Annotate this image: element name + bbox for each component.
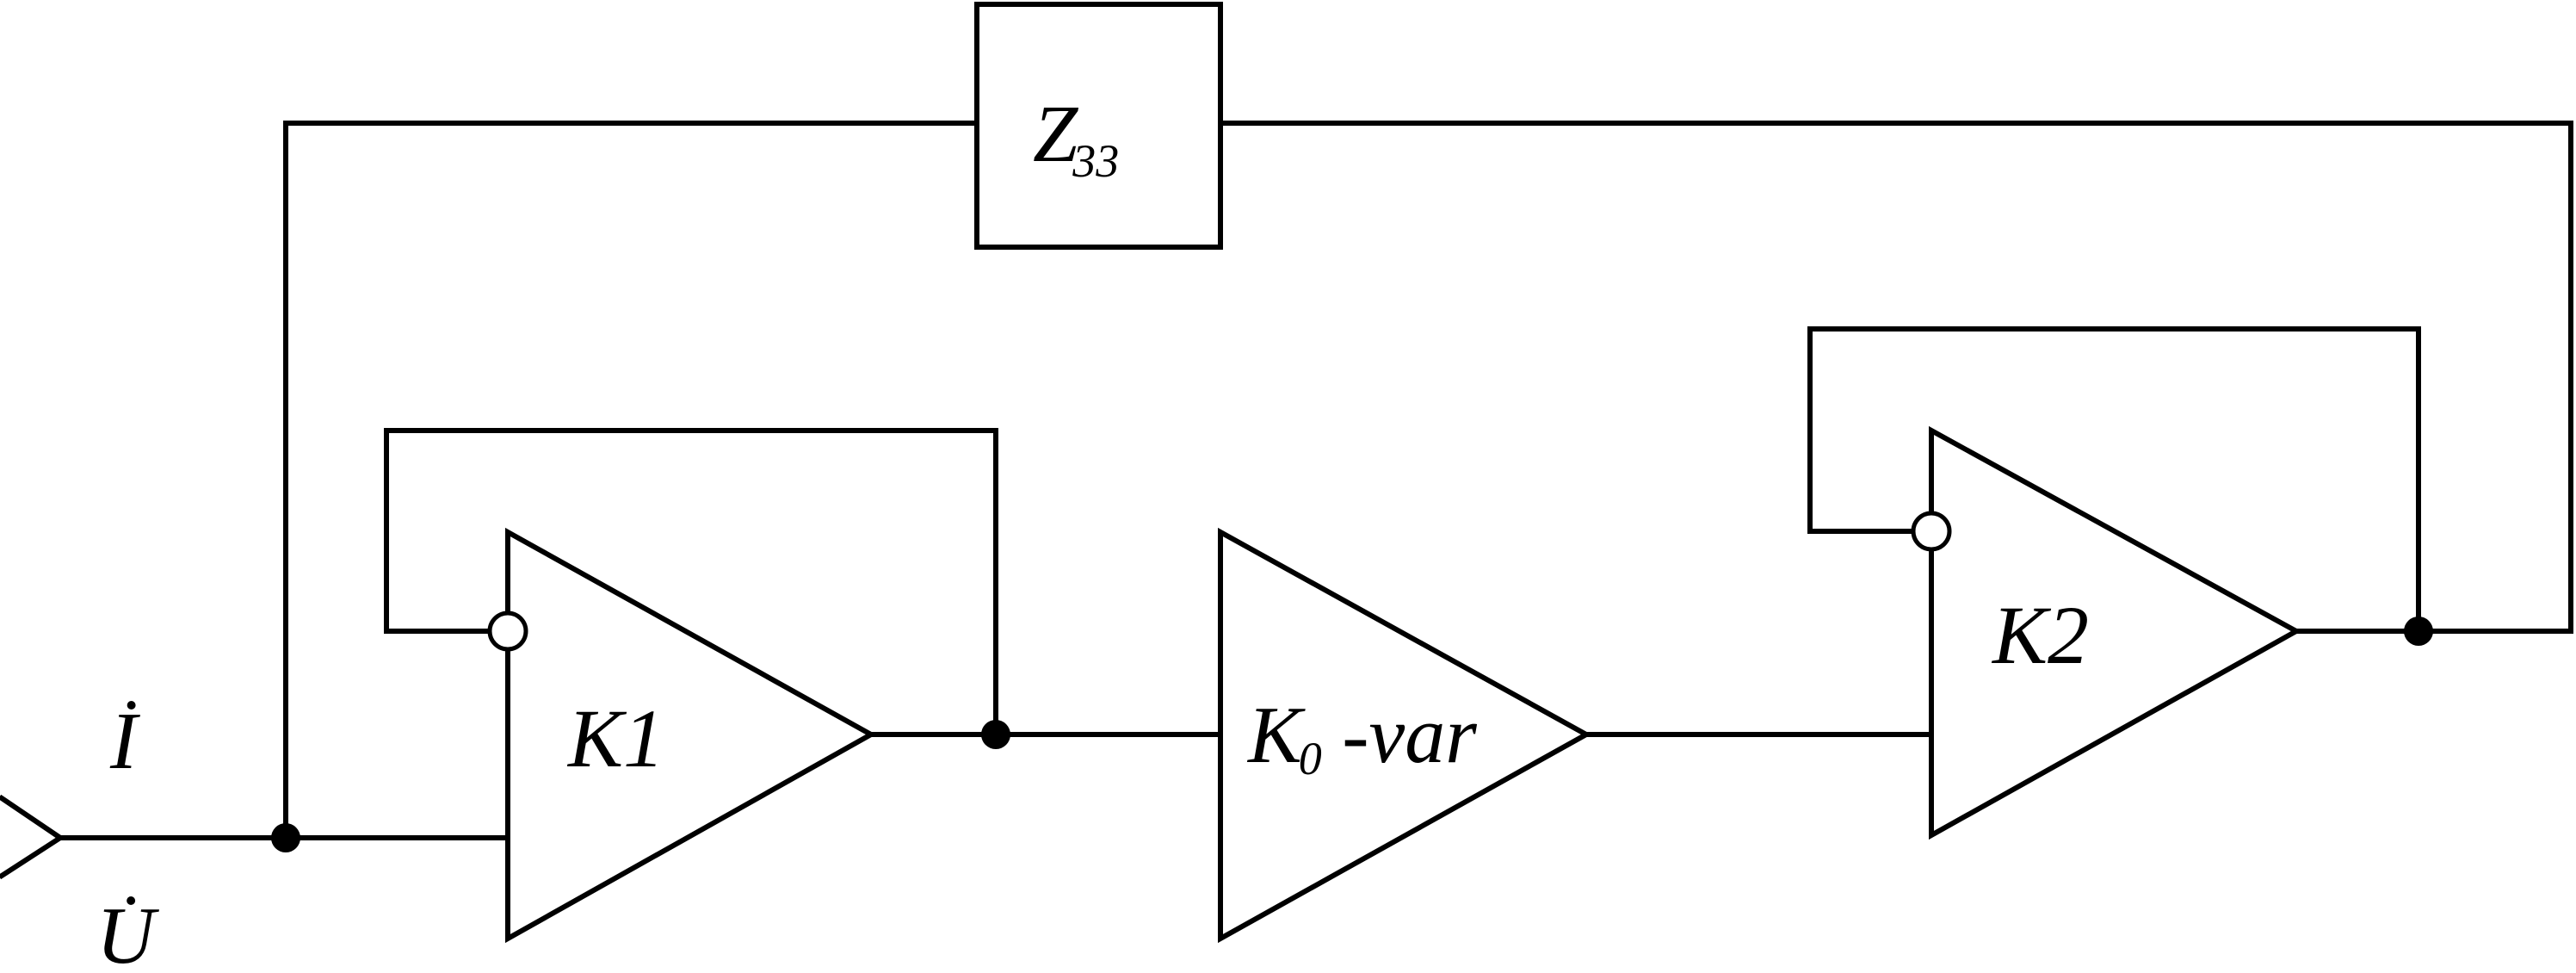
k1-inverting-input xyxy=(487,610,528,652)
input-junction-dot xyxy=(271,823,300,852)
current-label: İ xyxy=(109,697,140,786)
input-arrow xyxy=(0,794,65,880)
z33-block xyxy=(974,2,1223,250)
k1-label: K1 xyxy=(566,692,664,784)
k0-var-amplifier xyxy=(1218,527,1592,944)
k1-feedback-wire xyxy=(384,428,998,737)
k1-output-junction-dot xyxy=(981,720,1010,749)
z33-feedback-wire-right xyxy=(1218,121,2573,634)
k2-amplifier xyxy=(1929,425,2302,840)
k2-output-junction-dot xyxy=(2404,617,2433,646)
k0-var-label: K0 -var xyxy=(1246,691,1477,784)
k2-label: K2 xyxy=(1991,589,2089,681)
z33-label: Z33 xyxy=(1033,90,1119,187)
k2-inverting-input xyxy=(1911,511,1952,552)
voltage-label: U̇ xyxy=(96,891,159,973)
k2-feedback-wire xyxy=(1807,326,2421,634)
k1-amplifier xyxy=(505,527,877,944)
z33-feedback-wire-left xyxy=(283,121,979,840)
